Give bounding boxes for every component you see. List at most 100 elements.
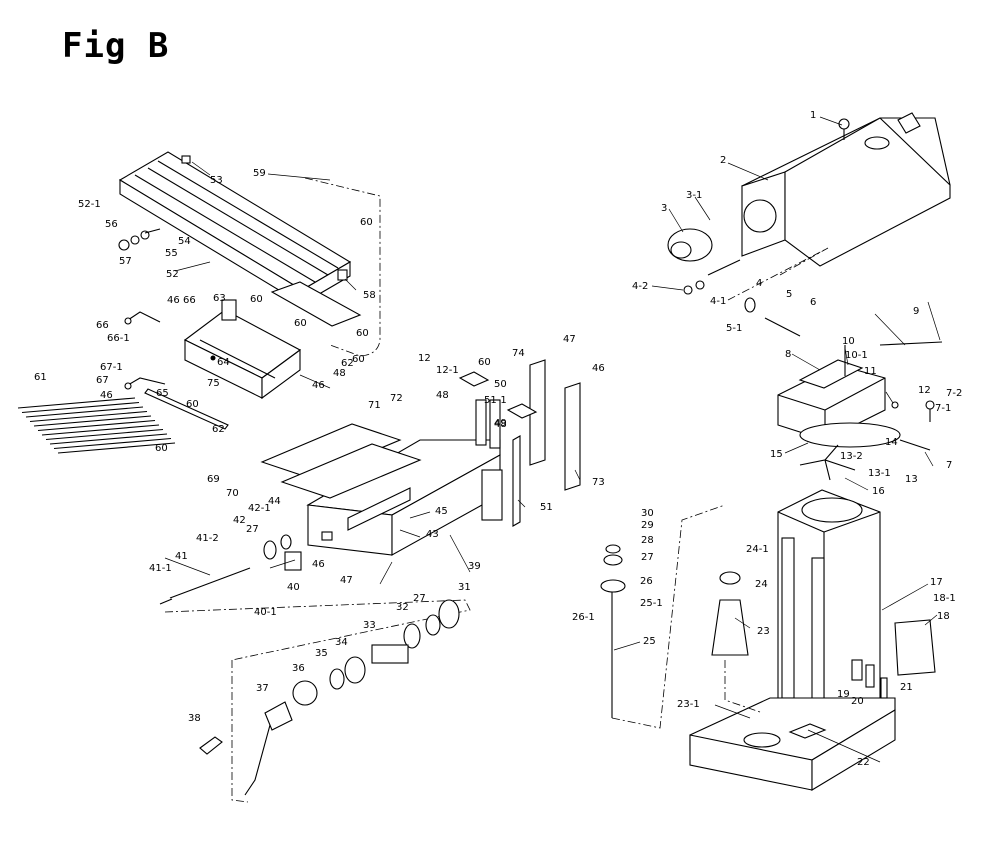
callout-label-c27c: 27 <box>413 593 426 604</box>
callout-label-c66-1: 66-1 <box>107 333 130 344</box>
callout-label-c32: 32 <box>396 602 409 613</box>
callout-label-c55: 55 <box>165 248 178 259</box>
callout-label-c11: 11 <box>864 366 877 377</box>
callout-label-c56: 56 <box>105 219 118 230</box>
callout-label-c46b: 46 <box>167 295 180 306</box>
chip-guard-plate <box>270 177 381 357</box>
screen-slat <box>41 424 160 436</box>
callout-label-c13-2: 13-2 <box>840 451 863 462</box>
callout-label-c60e: 60 <box>186 399 199 410</box>
callout-label-c46c: 46 <box>312 380 325 391</box>
callout-label-c16: 16 <box>872 486 885 497</box>
screen-slat <box>33 415 152 427</box>
callout-label-c45: 45 <box>435 506 448 517</box>
callout-label-c65: 65 <box>156 388 169 399</box>
crank-assembly <box>164 599 471 803</box>
callout-label-c51-1: 51-1 <box>484 395 507 406</box>
callout-label-c69: 69 <box>207 474 220 485</box>
callout-label-c10-1: 10-1 <box>845 350 868 361</box>
callout-label-c54: 54 <box>178 236 191 247</box>
callout-label-c4-2: 4-2 <box>632 281 648 292</box>
callout-label-c3: 3 <box>661 203 667 214</box>
callout-label-c21: 21 <box>900 682 913 693</box>
callout-label-c12: 12 <box>418 353 431 364</box>
callout-label-c18: 18 <box>937 611 950 622</box>
callout-label-c7-2: 7-2 <box>946 388 962 399</box>
callout-label-c42: 42 <box>233 515 246 526</box>
elevation-nut <box>711 571 761 713</box>
callout-label-c39: 39 <box>468 561 481 572</box>
callout-label-c13: 13 <box>905 474 918 485</box>
callout-label-c4: 4 <box>756 278 762 289</box>
callout-label-c27b: 27 <box>246 524 259 535</box>
callout-label-c60d: 60 <box>356 328 369 339</box>
callout-label-c5-1: 5-1 <box>726 323 742 334</box>
column-base <box>689 697 896 791</box>
work-table <box>118 151 352 305</box>
saddle-lock-handles <box>124 311 166 390</box>
callout-label-c34: 34 <box>335 637 348 648</box>
callout-label-c42-1: 42-1 <box>248 503 271 514</box>
callout-label-c43: 43 <box>426 529 439 540</box>
callout-label-c60c: 60 <box>294 318 307 329</box>
callout-label-c41-1: 41-1 <box>149 563 172 574</box>
callout-label-c62a: 62 <box>212 424 225 435</box>
callout-label-c7-1: 7-1 <box>935 403 951 414</box>
callout-label-c67-1: 67-1 <box>100 362 123 373</box>
callout-label-c2: 2 <box>720 155 726 166</box>
callout-label-c24-1: 24-1 <box>746 544 769 555</box>
callout-label-c1: 1 <box>810 110 816 121</box>
callout-label-c22: 22 <box>857 757 870 768</box>
callout-label-c12-1: 12-1 <box>436 365 459 376</box>
ram <box>741 112 951 267</box>
table-washers <box>118 228 161 251</box>
screen-slat <box>21 401 140 414</box>
callout-label-c12b: 12 <box>918 385 931 396</box>
callout-label-c7: 7 <box>946 460 952 471</box>
callout-label-c38: 38 <box>188 713 201 724</box>
callout-label-c29: 29 <box>641 520 654 531</box>
callout-label-c46a: 46 <box>100 390 113 401</box>
callout-label-c25: 25 <box>643 636 656 647</box>
callout-label-c47a: 47 <box>563 334 576 345</box>
callout-label-c66: 66 <box>96 320 109 331</box>
callout-label-c47b: 47 <box>340 575 353 586</box>
callout-label-c23: 23 <box>757 626 770 637</box>
callout-label-c15: 15 <box>770 449 783 460</box>
callout-label-c24: 24 <box>755 579 768 590</box>
callout-label-c26: 26 <box>640 576 653 587</box>
callout-label-c70: 70 <box>226 488 239 499</box>
chip-screen <box>17 397 176 454</box>
screen-slat <box>45 428 164 441</box>
callout-label-c52: 52 <box>166 269 179 280</box>
callout-label-c62b: 62 <box>341 358 354 369</box>
turret-pins <box>891 400 935 451</box>
callout-label-c49: 49 <box>494 418 507 429</box>
callout-label-c31: 31 <box>458 582 471 593</box>
callout-label-c60b: 60 <box>250 294 263 305</box>
callout-label-c23-1: 23-1 <box>677 699 700 710</box>
screen-slat <box>49 433 168 445</box>
callout-label-c73: 73 <box>592 477 605 488</box>
callout-label-c58: 58 <box>363 290 376 301</box>
switch-box <box>851 659 888 699</box>
stop-blocks <box>458 371 538 419</box>
callout-label-c10: 10 <box>842 336 855 347</box>
screen-slat <box>29 410 148 423</box>
callout-label-c36: 36 <box>292 663 305 674</box>
callout-label-c41-2: 41-2 <box>196 533 219 544</box>
knee <box>260 423 503 556</box>
callout-label-c57: 57 <box>119 256 132 267</box>
callout-label-c13-1: 13-1 <box>868 468 891 479</box>
screen-slat <box>57 442 176 454</box>
callout-label-c40: 40 <box>287 582 300 593</box>
leader-lines <box>164 116 941 763</box>
callout-label-c5: 5 <box>786 289 792 300</box>
callout-label-c48b: 48 <box>436 390 449 401</box>
callout-label-c63: 63 <box>213 293 226 304</box>
callout-label-c20: 20 <box>851 696 864 707</box>
callout-label-c48a: 48 <box>333 368 346 379</box>
callout-label-c25-1: 25-1 <box>640 598 663 609</box>
callout-label-c27: 27 <box>641 552 654 563</box>
